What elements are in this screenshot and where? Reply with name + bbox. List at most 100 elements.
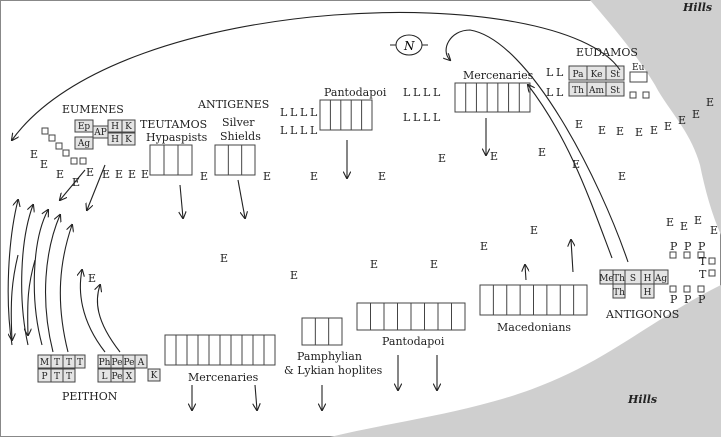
- hills-label-bottom: Hills: [627, 393, 657, 406]
- unit-code: S: [630, 274, 636, 284]
- peltast-marker: P: [684, 240, 692, 253]
- unit-code: H: [111, 122, 119, 132]
- elephant-marker: E: [128, 168, 136, 181]
- cavalry-square: [669, 285, 677, 293]
- elephant-marker: E: [86, 166, 94, 179]
- mercenaries-label-top: Mercenaries: [463, 69, 534, 82]
- unit-cell: Me: [599, 269, 614, 285]
- unit-cell: M: [37, 354, 52, 369]
- movement-arrow-icon: [33, 210, 48, 346]
- cavalry-square: [697, 251, 705, 259]
- elephant-marker: E: [666, 216, 674, 229]
- elephant-marker: E: [115, 168, 123, 181]
- unit-code: Pe: [112, 358, 123, 368]
- mercenaries-label-bottom: Mercenaries: [188, 371, 259, 384]
- elephant-marker: E: [572, 158, 580, 171]
- unit-cell: Ep: [74, 119, 94, 133]
- unit-cell: H: [107, 119, 123, 133]
- movement-arrow-icon: [28, 259, 36, 335]
- macedonians-label: Macedonians: [497, 321, 571, 334]
- tarantine-marker: T: [699, 268, 707, 281]
- unit-code: A: [137, 358, 145, 368]
- unit-code: K: [125, 135, 132, 145]
- light-infantry-marker: L: [403, 111, 411, 124]
- cavalry-square: [70, 157, 78, 165]
- unit-code: T: [54, 358, 60, 368]
- cavalry-square: [708, 269, 716, 277]
- unit-cell: T: [62, 368, 76, 383]
- unit-cell: K: [121, 132, 136, 146]
- elephant-marker: E: [616, 125, 624, 138]
- silver-label: Silver: [222, 116, 255, 129]
- mercenaries-block-bottom: [164, 334, 276, 366]
- peltast-marker: P: [670, 240, 678, 253]
- movement-arrow-icon: [12, 11, 621, 140]
- unit-cell: T: [62, 354, 76, 369]
- elephant-marker: E: [664, 120, 672, 133]
- pantodapoi-label-bottom: Pantodapoi: [382, 335, 445, 348]
- hypaspists-label: Hypaspists: [146, 131, 208, 144]
- movement-arrow-icon: [180, 184, 183, 218]
- elephant-marker: E: [706, 96, 714, 109]
- unit-code: Ke: [591, 70, 603, 80]
- unit-cell: K: [121, 119, 136, 133]
- unit-code: K: [151, 371, 158, 381]
- unit-cell: X: [122, 368, 136, 383]
- elephant-marker: E: [290, 269, 298, 282]
- cavalry-square: [683, 285, 691, 293]
- cavalry-square: [642, 91, 650, 99]
- unit-cell: Ag: [653, 269, 669, 285]
- peithon-label: PEITHON: [62, 390, 118, 403]
- unit-cell: Ke: [586, 65, 607, 81]
- unit-code: Th: [613, 274, 625, 284]
- silver-shields-block: [214, 144, 256, 176]
- unit-code: Ag: [77, 139, 90, 149]
- unit-code: AP: [93, 128, 107, 138]
- light-infantry-marker: L: [290, 106, 298, 119]
- elephant-marker: E: [710, 224, 718, 237]
- light-infantry-marker: L: [546, 86, 554, 99]
- cavalry-square: [62, 149, 70, 157]
- hills-label-top: Hills: [682, 1, 712, 14]
- infantry-blocks: [149, 82, 588, 366]
- unit-code: T: [66, 372, 72, 382]
- unit-cell: Pe: [110, 354, 124, 369]
- light-infantry-marker: L: [433, 86, 441, 99]
- cavalry-square: [683, 251, 691, 259]
- elephant-marker: E: [575, 118, 583, 131]
- elephant-marker: E: [40, 158, 48, 171]
- peltast-marker: P: [670, 293, 678, 306]
- unit-cell: Ph: [97, 354, 112, 369]
- light-infantry-marker: L: [423, 86, 431, 99]
- movement-arrow-icon: [446, 29, 629, 263]
- cavalry-square: [79, 157, 87, 165]
- light-infantry-marker: L: [433, 111, 441, 124]
- light-infantry-marker: L: [423, 111, 431, 124]
- hypaspists-block: [149, 144, 193, 176]
- mercenaries-block-top: [454, 82, 531, 113]
- eumenes-label: EUMENES: [62, 103, 124, 116]
- light-infantry-marker: L: [556, 86, 564, 99]
- movement-arrow-icon: [97, 285, 121, 353]
- elephant-marker: E: [30, 148, 38, 161]
- unit-code: Pe: [112, 372, 123, 382]
- cavalry-square: [697, 285, 705, 293]
- cavalry-square: [48, 134, 56, 142]
- elephant-marker: E: [438, 152, 446, 165]
- unit-cell: St: [605, 65, 625, 81]
- movement-arrow-icon: [528, 85, 613, 259]
- unit-cell: Pe: [110, 368, 124, 383]
- unit-code: T: [54, 372, 60, 382]
- movement-arrow-icon: [80, 270, 106, 353]
- elephant-marker: E: [310, 170, 318, 183]
- cavalry-square: [669, 251, 677, 259]
- movement-arrow-icon: [44, 215, 60, 353]
- hills-top-right: [590, 0, 721, 235]
- unit-cell: Th: [612, 269, 626, 285]
- unit-code: Pa: [572, 70, 584, 80]
- unit-code: St: [610, 86, 620, 96]
- unit-cell: Th: [612, 283, 626, 299]
- eudamos-guard-code: Eu: [632, 63, 645, 73]
